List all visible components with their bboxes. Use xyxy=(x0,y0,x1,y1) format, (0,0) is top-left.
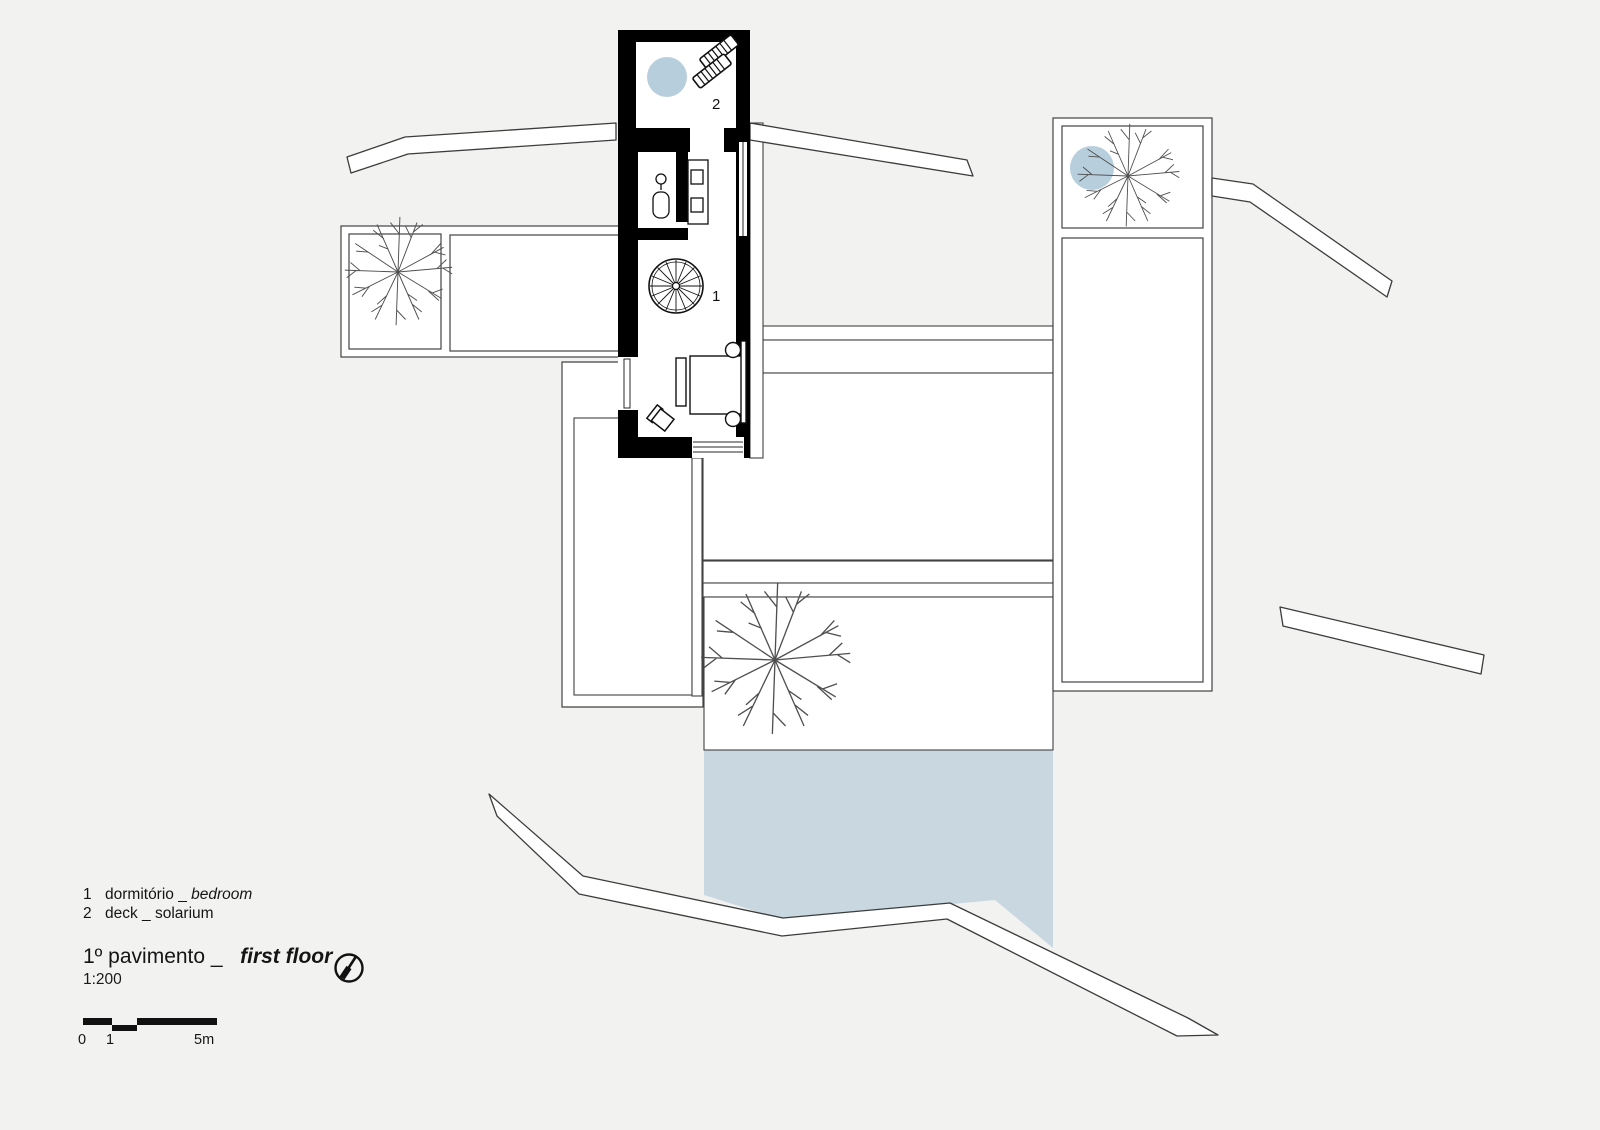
lower-left-roof xyxy=(561,361,704,708)
right-structure xyxy=(1052,117,1213,692)
central-roof xyxy=(691,122,1054,751)
building xyxy=(618,30,750,458)
title-en: first floor xyxy=(240,945,333,968)
drawing-title: 1º pavimento _ first floor xyxy=(83,945,332,969)
scalebar-label-1: 1 xyxy=(106,1032,115,1048)
left-deck xyxy=(340,225,629,358)
path-bottom-zigzag xyxy=(488,793,1219,1037)
path-top-left xyxy=(346,122,617,174)
room-label-bedroom: 1 xyxy=(712,288,721,305)
scalebar-label-5m: 5m xyxy=(194,1032,215,1048)
path-top-right xyxy=(749,122,974,177)
lounger-icon xyxy=(692,53,732,89)
tree-canopy-right xyxy=(1070,146,1114,190)
scalebar-label-0: 0 xyxy=(78,1032,87,1048)
big-tree-deck xyxy=(703,596,1054,751)
tree-canopy-solarium xyxy=(647,57,687,97)
legend-number: 1 xyxy=(83,886,92,903)
spiral-stair xyxy=(648,258,704,314)
legend-number: 2 xyxy=(83,905,92,922)
legend-label-en: bedroom xyxy=(191,886,253,903)
scale-bar xyxy=(83,1018,217,1031)
legend-item-bedroom: 1 dormitório _ bedroom xyxy=(83,886,252,904)
room-label-solarium: 2 xyxy=(712,96,721,113)
balcony-strip xyxy=(749,122,764,459)
legend-label-pt: deck _ solarium xyxy=(105,905,214,922)
site-paths xyxy=(346,122,1485,1037)
bathroom-fixtures xyxy=(652,159,709,225)
deck-door-opening xyxy=(690,128,724,152)
title-pt: 1º pavimento _ xyxy=(83,945,223,968)
pillow xyxy=(724,410,742,428)
headboard xyxy=(740,340,747,424)
walkway-strip xyxy=(691,457,703,697)
bed-icon xyxy=(675,340,747,428)
legend: 1 dormitório _ bedroom 2 deck _ solarium xyxy=(83,886,252,924)
legend-item-deck: 2 deck _ solarium xyxy=(83,905,252,923)
toilet-icon xyxy=(652,191,670,219)
pool-water xyxy=(704,750,1053,948)
armchair-icon xyxy=(645,403,676,433)
bedside-bench xyxy=(675,357,687,407)
bed xyxy=(689,355,745,415)
pillow xyxy=(724,341,742,359)
drawing-scale: 1:200 xyxy=(83,971,122,988)
path-far-right xyxy=(1279,606,1485,675)
path-right xyxy=(1211,177,1393,298)
north-arrow-icon xyxy=(334,953,364,983)
legend-label-pt: dormitório _ xyxy=(105,886,187,903)
